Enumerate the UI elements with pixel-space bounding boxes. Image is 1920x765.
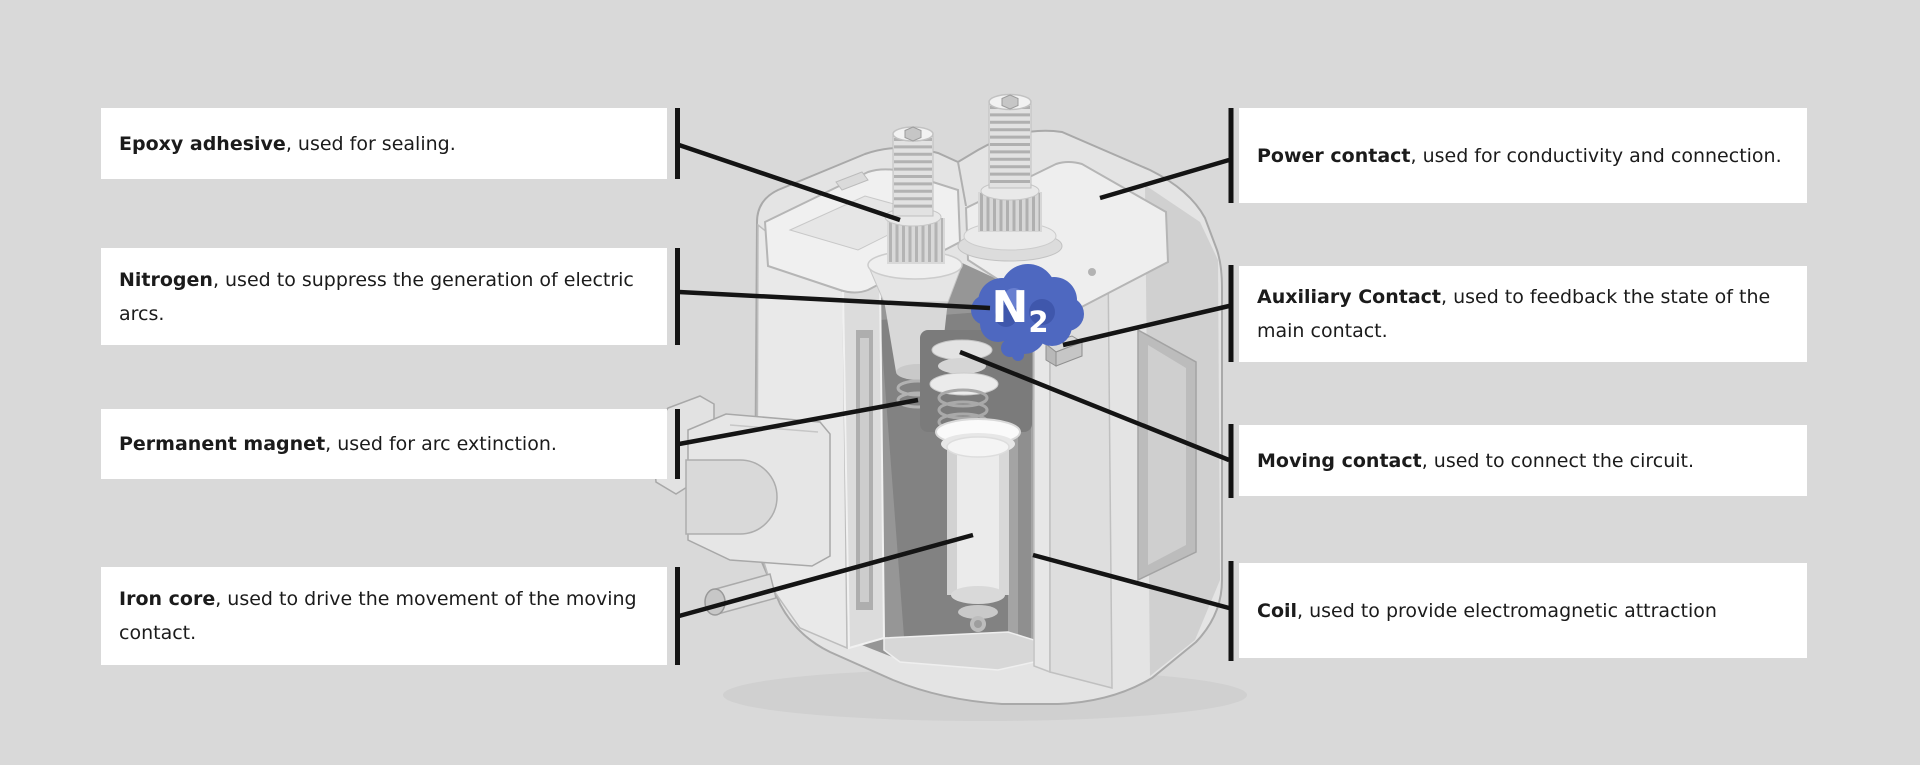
label-text: Auxiliary Contact, used to feedback the … [1257, 280, 1789, 348]
label-box-iron-core: Iron core, used to drive the movement of… [101, 567, 667, 665]
label-text: Iron core, used to drive the movement of… [119, 582, 649, 650]
device-body [651, 93, 1247, 721]
label-term: Coil [1257, 599, 1298, 622]
nitrogen-cloud: N2 [971, 264, 1084, 361]
label-term: Moving contact [1257, 449, 1422, 472]
label-text: Nitrogen, used to suppress the generatio… [119, 263, 649, 331]
leader-line-iron-core [678, 532, 974, 619]
label-description: , used to connect the circuit. [1421, 449, 1695, 472]
leader-line-epoxy [678, 142, 901, 223]
n2-symbol: N [991, 282, 1028, 333]
label-box-moving-contact: Moving contact, used to connect the circ… [1239, 425, 1807, 496]
label-term: Permanent magnet [119, 433, 326, 455]
label-box-nitrogen: Nitrogen, used to suppress the generatio… [101, 248, 667, 345]
label-box-epoxy-adhesive: Epoxy adhesive, used for sealing. [101, 108, 667, 179]
label-text: Epoxy adhesive, used for sealing. [119, 127, 456, 161]
label-text: Coil, used to provide electromagnetic at… [1257, 594, 1717, 628]
leader-lines [675, 108, 1234, 665]
label-description: , used for arc extinction. [325, 433, 557, 455]
label-term: Power contact [1257, 144, 1411, 167]
leader-line-auxiliary-contact [1062, 303, 1230, 348]
label-term: Epoxy adhesive [119, 132, 286, 155]
label-description: , used to provide electromagnetic attrac… [1297, 599, 1717, 622]
label-text: Permanent magnet, used for arc extinctio… [119, 427, 557, 461]
label-box-power-contact: Power contact, used for conductivity and… [1239, 108, 1807, 203]
label-box-permanent-magnet: Permanent magnet, used for arc extinctio… [101, 409, 667, 479]
label-box-auxiliary-contact: Auxiliary Contact, used to feedback the … [1239, 266, 1807, 362]
label-term: Nitrogen [119, 268, 213, 291]
label-text: Power contact, used for conductivity and… [1257, 139, 1782, 173]
label-description: , used to drive the movement of the movi… [119, 588, 637, 644]
leader-line-coil [1032, 552, 1230, 611]
label-term: Iron core [119, 588, 216, 610]
n2-subscript: 2 [1028, 305, 1048, 339]
label-description: , used for conductivity and connection. [1410, 144, 1782, 167]
leader-line-permanent-magnet [678, 397, 919, 447]
leader-line-power-contact [1099, 157, 1230, 201]
leader-line-moving-contact [959, 349, 1230, 463]
label-description: , used to suppress the generation of ele… [119, 268, 634, 325]
n2-annotation: N2 [991, 282, 1048, 339]
label-text: Moving contact, used to connect the circ… [1257, 444, 1694, 478]
leader-line-nitrogen [678, 289, 991, 311]
label-description: , used for sealing. [285, 132, 456, 155]
label-term: Auxiliary Contact [1257, 286, 1441, 308]
label-box-coil: Coil, used to provide electromagnetic at… [1239, 563, 1807, 658]
label-description: , used to feedback the state of the main… [1257, 286, 1771, 342]
